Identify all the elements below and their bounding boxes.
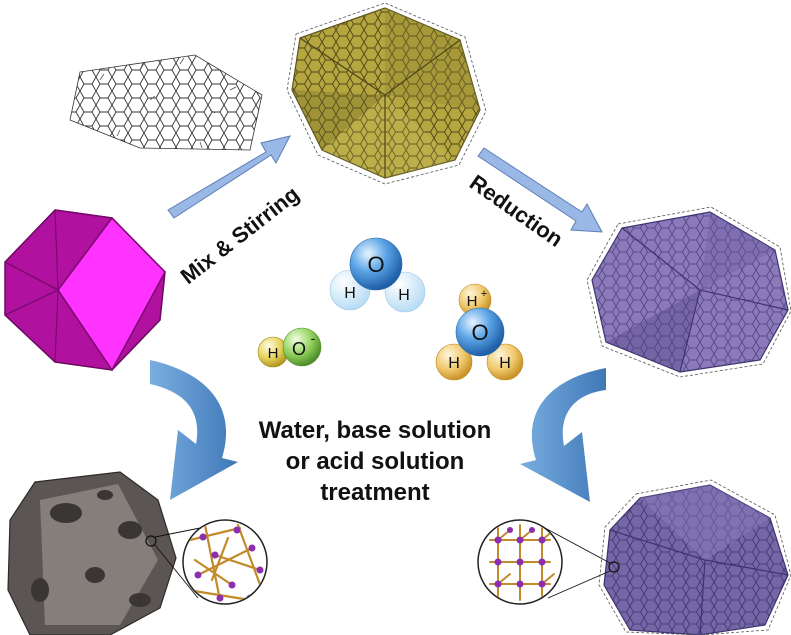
go-coated-polyhedron [286, 2, 487, 185]
water-o-label: O [367, 252, 384, 277]
treatment-label-line3: treatment [320, 479, 429, 506]
hydronium-charge: + [481, 288, 487, 300]
hydronium-h2-label: H [499, 355, 511, 372]
graphene-oxide-sheet [69, 54, 263, 151]
treatment-label-line2: or acid solution [286, 448, 465, 475]
hydroxide-charge: - [311, 330, 316, 346]
right-curved-arrow [520, 368, 606, 502]
hydronium-o-label: O [471, 320, 488, 345]
reduction-arrow [477, 147, 603, 233]
rgo-polyhedron-bottom [544, 479, 791, 635]
water-h1-label: H [344, 285, 356, 302]
hydroxide-ion: H O - [257, 327, 322, 368]
water-h2-label: H [398, 287, 410, 304]
hydronium-h-top-label: H [467, 293, 478, 310]
right-zoom-lattice [477, 519, 563, 605]
hydronium-h1-label: H [448, 355, 460, 372]
treatment-label-line1: Water, base solution [259, 417, 492, 444]
mof-polyhedron [4, 209, 166, 372]
hydronium-ion: H + O H H [435, 283, 524, 381]
mix-arrow [167, 135, 291, 219]
left-zoom-network [182, 519, 268, 605]
hydroxide-h-label: H [268, 345, 279, 362]
hydroxide-o-label: O [292, 339, 306, 359]
water-molecule: O H H [329, 237, 426, 313]
rgo-coated-polyhedron [586, 206, 791, 378]
left-curved-arrow [150, 360, 238, 500]
etched-polyhedron [7, 471, 201, 635]
